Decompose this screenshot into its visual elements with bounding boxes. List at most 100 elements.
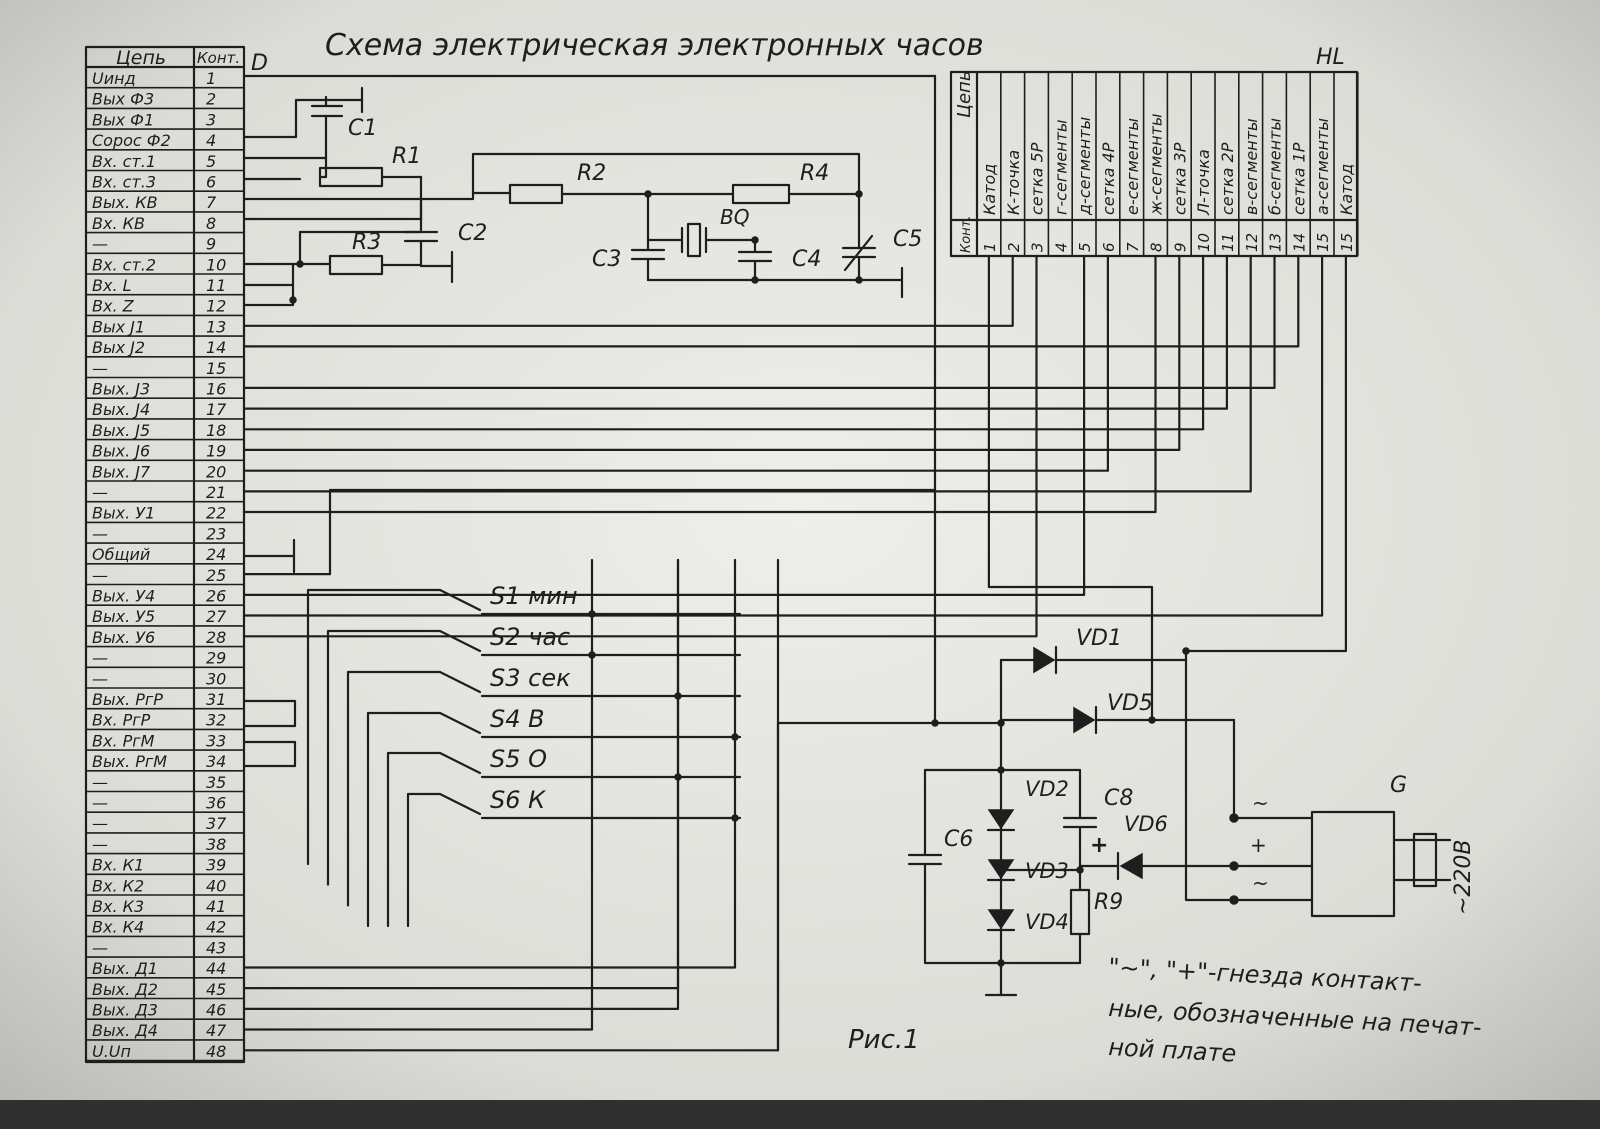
switch-label-s6: S6 К: [490, 786, 546, 814]
left-row-name: Вых. У4: [92, 587, 155, 606]
left-row-number: 39: [206, 856, 226, 875]
label-r2: R2: [577, 161, 606, 186]
terminal-mark-plus: +: [1250, 833, 1267, 857]
right-col-number: 6: [1100, 242, 1118, 252]
left-row-number: 37: [206, 814, 227, 833]
terminal-mark-ac-bottom: ~: [1252, 871, 1269, 895]
wire: [242, 254, 1205, 431]
diagram-title: Схема электрическая электронных часов: [325, 28, 984, 63]
right-col-name: а-сегменты: [1313, 118, 1332, 215]
left-row-number: 1: [206, 69, 216, 88]
left-row-name: Вх. ст.1: [92, 152, 156, 171]
terminal-mark-ac-top: ~: [1252, 791, 1269, 815]
right-col-number: 7: [1124, 242, 1142, 252]
power-supply: VD1 VD5 C6 VD2 VD3 VD4: [907, 626, 1476, 997]
left-row-number: 32: [206, 711, 226, 730]
wire: [242, 254, 1157, 514]
left-table-designator: D: [251, 51, 268, 76]
left-row-number: 30: [206, 669, 226, 688]
left-row-name: Вых. Д3: [92, 1001, 158, 1020]
left-row-number: 5: [206, 152, 216, 171]
left-row-name: —: [92, 566, 108, 585]
right-col-name: г-сегменты: [1051, 119, 1070, 215]
right-col-number: 15: [1338, 233, 1356, 252]
left-row-number: 24: [206, 545, 226, 564]
label-mains: ~220В: [1451, 839, 1476, 915]
wire: [242, 254, 1228, 410]
wire: [242, 254, 1300, 348]
right-col-name: в-сегменты: [1242, 118, 1261, 215]
left-row-number: 35: [206, 773, 226, 792]
left-row-number: 10: [206, 255, 226, 274]
left-row-name: —: [92, 524, 108, 543]
left-row-number: 6: [206, 173, 216, 192]
right-col-number: 10: [1195, 233, 1213, 252]
left-row-name: —: [92, 669, 108, 688]
right-col-name: д-сегменты: [1075, 117, 1094, 216]
wire: [242, 558, 594, 1031]
left-row-name: —: [92, 794, 108, 813]
left-row-name: Вых. РгР: [92, 690, 163, 709]
left-row-number: 2: [206, 90, 216, 109]
wire: [242, 254, 1252, 493]
label-c1: C1: [348, 116, 377, 141]
left-row-number: 18: [206, 421, 226, 440]
switch-node: [731, 733, 739, 741]
left-row-name: Вых. Д2: [92, 980, 158, 999]
left-row-name: Вых. Д1: [92, 959, 158, 978]
left-row-name: —: [92, 483, 108, 502]
left-row-name: Вых. J3: [92, 380, 150, 399]
switch-node: [674, 773, 682, 781]
switch-lead: [242, 488, 937, 576]
switch-contact: [438, 792, 482, 816]
switch-contact: [438, 629, 482, 653]
left-row-name: Вых. Д4: [92, 1021, 158, 1040]
left-table-header-contact: Конт.: [197, 49, 240, 67]
left-row-name: —: [92, 938, 108, 957]
left-row-name: Общий: [92, 545, 150, 564]
left-row-number: 8: [206, 214, 216, 233]
left-row-name: —: [92, 359, 108, 378]
left-row-name: Вх. ст.2: [92, 255, 156, 274]
left-row-name: Вых. J6: [92, 442, 150, 461]
right-col-number: 2: [1005, 242, 1023, 252]
switch-lead: [406, 792, 442, 928]
label-bq: BQ: [720, 205, 749, 229]
footnote-line-3: ной плате: [1108, 1033, 1237, 1068]
right-col-name: б-сегменты: [1266, 118, 1285, 215]
right-col-name: сетка 1Р: [1289, 142, 1308, 215]
label-r9: R9: [1094, 890, 1123, 915]
left-row-name: Вх. ст.3: [92, 173, 156, 192]
right-col-number: 14: [1290, 233, 1308, 252]
wire: [242, 254, 1014, 327]
switch-label-s1: S1 мин: [490, 582, 578, 610]
left-row-number: 19: [206, 442, 226, 461]
figure-label: Рис.1: [848, 1025, 920, 1055]
switch-label-s5: S5 О: [490, 745, 547, 773]
switch-lead: [346, 670, 442, 907]
right-table-header-circuit: Цепь: [954, 71, 975, 118]
switch-lead: [366, 711, 442, 928]
switch-label-s2: S2 час: [490, 623, 570, 651]
wire: [1184, 254, 1347, 653]
label-c2: C2: [458, 221, 487, 246]
right-col-name: сетка 3Р: [1170, 142, 1189, 215]
left-row-name: Вых. J5: [92, 421, 150, 440]
left-row-number: 33: [206, 731, 226, 750]
right-table-header-contact: Конт.: [959, 216, 974, 253]
left-row-name: Uинд: [92, 69, 136, 88]
right-col-number: 9: [1171, 242, 1189, 252]
left-row-name: Вых. J4: [92, 400, 150, 419]
switch-contact: [438, 670, 482, 694]
left-row-name: Вх. Z: [92, 297, 135, 316]
left-row-number: 29: [206, 649, 226, 668]
left-row-name: U.Uп: [92, 1042, 131, 1061]
polarity-plus: +: [1090, 833, 1108, 858]
left-row-name: —: [92, 235, 108, 254]
left-row-number: 4: [206, 131, 216, 150]
left-row-number: 25: [206, 566, 226, 585]
left-row-number: 26: [206, 587, 226, 606]
